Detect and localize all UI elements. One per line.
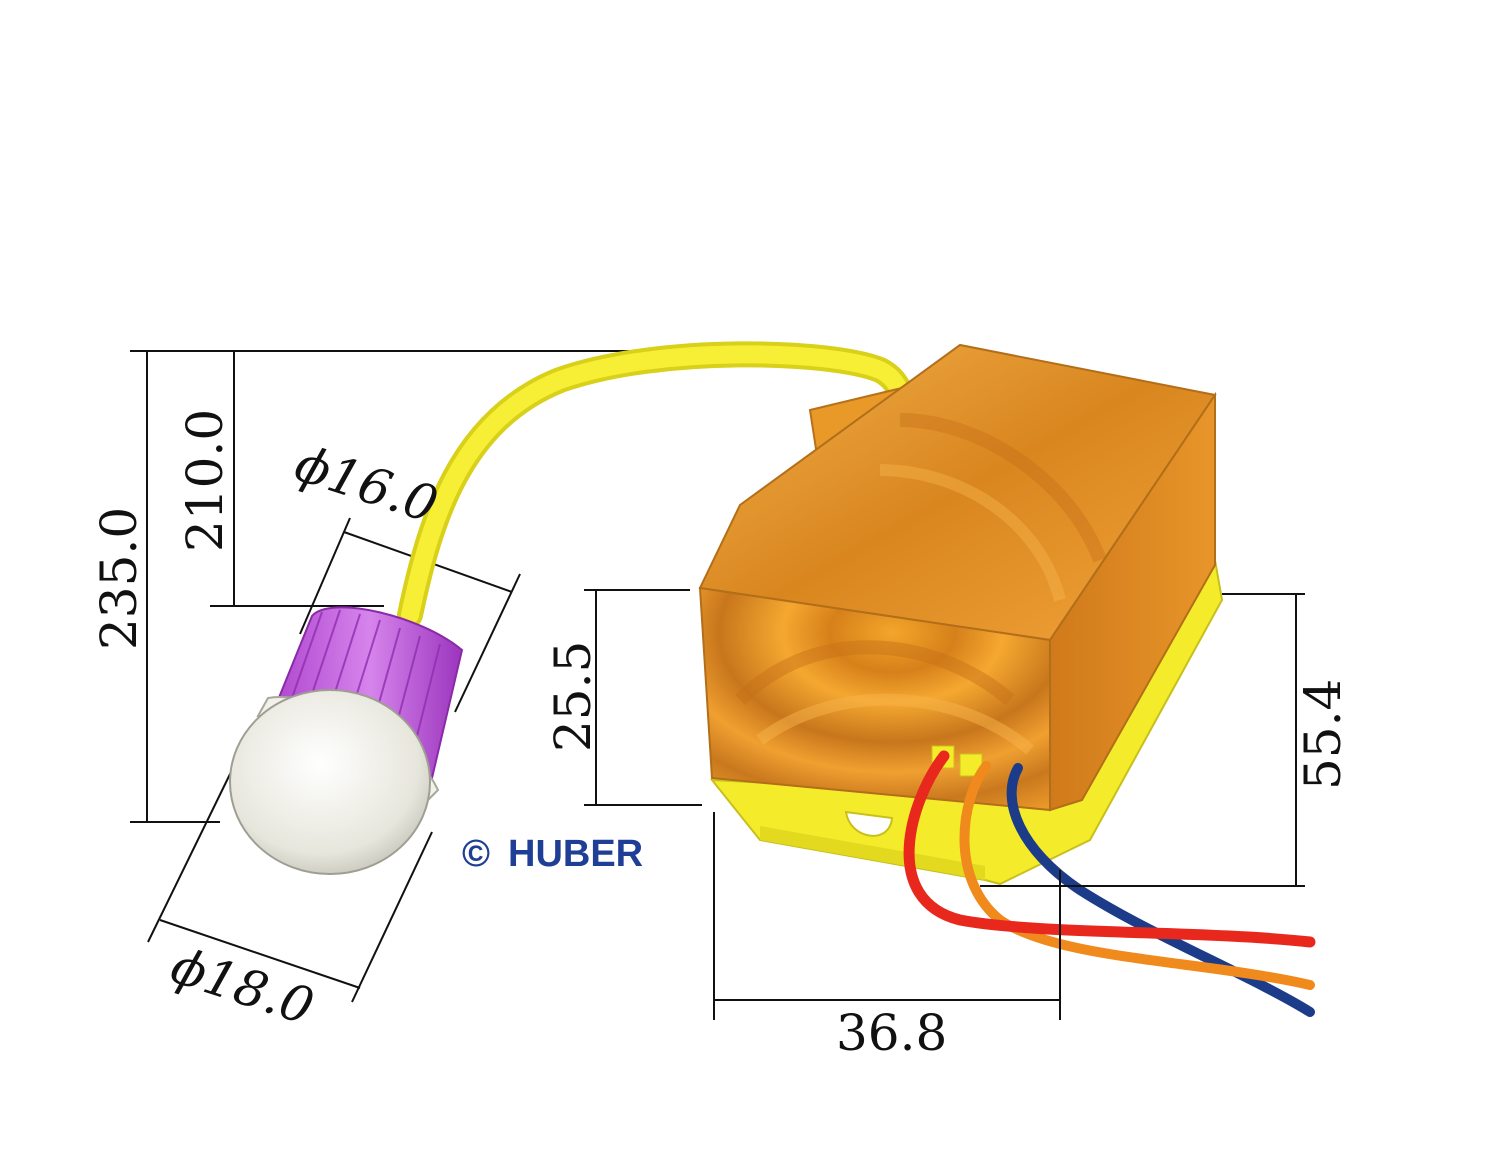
dim-label-210: 210.0 <box>176 409 234 552</box>
dim-label-16-group: ϕ 16.0 <box>288 434 444 534</box>
module-housing <box>698 343 1224 886</box>
dim-label-235: 235.0 <box>90 507 148 650</box>
wires <box>903 745 1316 1017</box>
dim-label-18-group: ϕ 18.0 <box>164 936 320 1036</box>
wire-red <box>903 750 1316 948</box>
dim-label-36-8: 36.8 <box>836 1004 947 1062</box>
dim-label-25-5: 25.5 <box>544 641 602 752</box>
brand-copyright-symbol: © <box>462 833 490 875</box>
dimension-lines-module-length <box>980 593 1305 887</box>
dimension-lines-cable <box>130 350 710 823</box>
sensor-lens <box>229 689 431 875</box>
dim-label-55-4: 55.4 <box>1294 679 1352 790</box>
wire-blue <box>1006 763 1315 1017</box>
dim-label-16: 16.0 <box>321 445 445 535</box>
dimension-lines-module-width <box>713 812 1061 1020</box>
dimension-lines-module-height <box>584 589 702 806</box>
dim-label-18: 18.0 <box>197 947 321 1037</box>
dimension-lines-lens <box>147 769 433 1003</box>
brand-name: HUBER <box>508 833 643 875</box>
sensor-head <box>229 606 464 875</box>
